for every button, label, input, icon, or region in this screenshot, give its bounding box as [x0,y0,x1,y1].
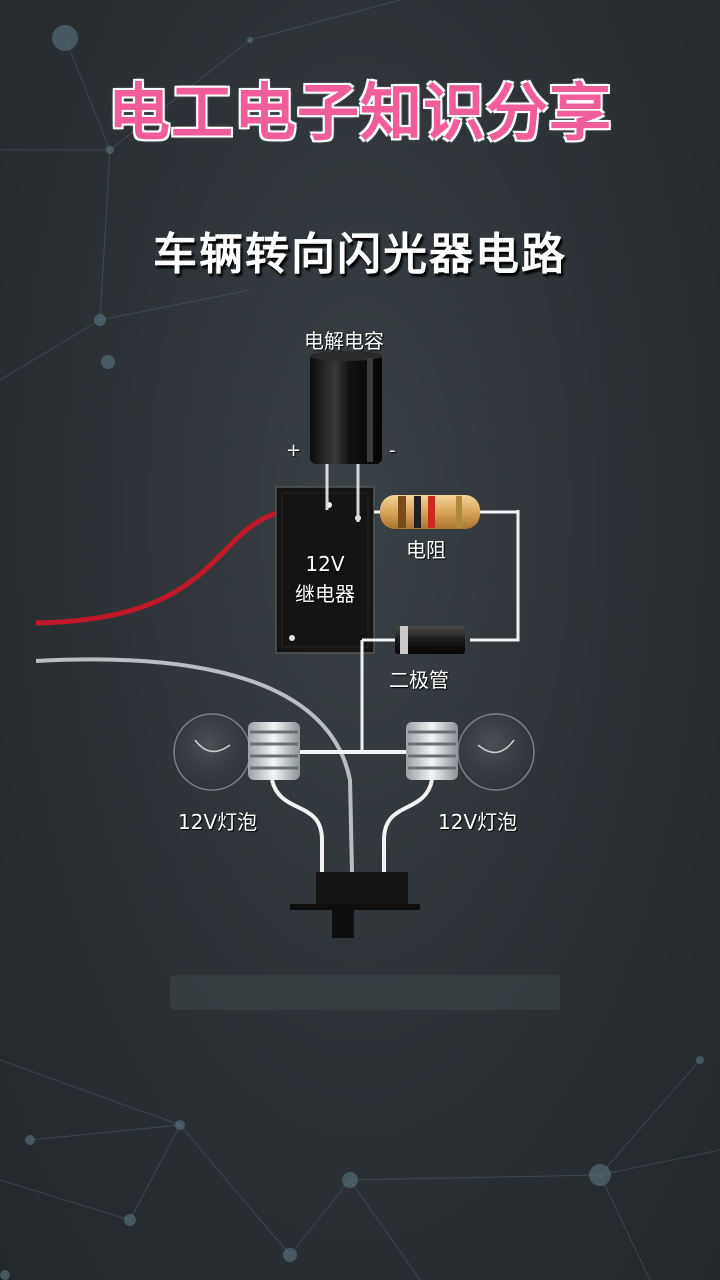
resistor [380,495,518,529]
left-bulb [173,713,300,791]
resistor-diode-wire [470,510,520,642]
circuit-title: 车辆转向闪光器电路 [153,229,567,280]
diode-label: 二极管 [389,668,449,692]
left-bulb-wire [270,779,324,872]
right-bulb-label: 12V灯泡 [438,810,518,834]
channel-title: 电工电子知识分享 [107,76,612,149]
capacitor-minus-label: - [389,440,396,461]
relay-label-voltage: 12V [305,552,345,576]
turn-switch [290,872,420,938]
gray-wire [35,657,354,873]
relay-label-name: 继电器 [295,582,355,606]
blur-bar [170,975,560,1010]
electrolytic-capacitor [310,351,382,522]
right-bulb-wire [382,779,434,872]
background-nodes [0,25,704,1280]
capacitor-label: 电解电容 [304,329,384,353]
diode [362,626,465,654]
red-wire [35,507,293,626]
left-bulb-label: 12V灯泡 [178,810,258,834]
resistor-label: 电阻 [406,538,446,562]
capacitor-plus-label: + [286,440,302,461]
right-bulb [406,713,535,791]
